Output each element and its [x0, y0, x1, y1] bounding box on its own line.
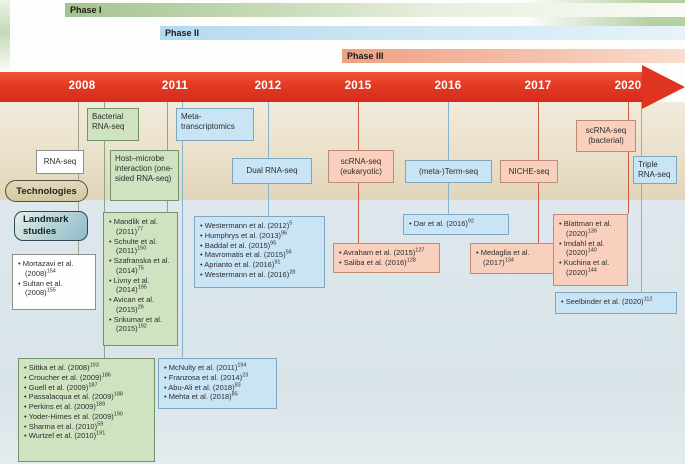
- study-item: • Perkins et al. (2009)189: [24, 401, 106, 411]
- timeline-arrowhead-icon: [642, 65, 685, 109]
- study-item: • Passalacqua et al. (2009)188: [24, 391, 123, 402]
- landmark-box-triple-2020: • Seelbinder et al. (2020)112: [555, 292, 677, 314]
- year-2012: 2012: [254, 80, 282, 92]
- year-2015: 2015: [344, 80, 372, 92]
- tech-box-bacterial-rna-seq: Bacterial RNA-seq: [87, 108, 139, 141]
- timeline-arrow: [0, 72, 642, 102]
- tech-box-meta-transcriptomics: Meta-transcriptomics: [176, 108, 254, 141]
- study-item: • Srikumar et al. (2015)192: [109, 314, 163, 334]
- study-item: • Schulte et al. (2011)150: [109, 236, 158, 256]
- phase-1-bar: Phase I: [65, 3, 685, 17]
- tech-box-term-seq: (meta-)Term-seq: [405, 160, 492, 183]
- study-item: • Livny et al. (2014)195: [109, 275, 150, 295]
- study-item: • Szafranska et al. (2014)75: [109, 256, 170, 275]
- study-item: • McNulty et al. (2011)194: [164, 362, 247, 372]
- study-item: • Dar et al. (2016)92: [409, 218, 475, 228]
- connector-meta-transcriptomics: [182, 102, 183, 358]
- study-item: • Mortazavi et al. (2008)154: [18, 259, 74, 278]
- phase-3-label: Phase III: [347, 51, 384, 61]
- landmark-box-host-microbe-2011: • Mandlik et al. (2011)77• Schulte et al…: [103, 212, 178, 346]
- study-item: • Baddal et al. (2015)95: [200, 240, 277, 250]
- connector-term-seq: [448, 102, 449, 214]
- study-item: • Avican et al. (2015)26: [109, 295, 155, 314]
- connector-triple-rna-seq: [641, 102, 642, 292]
- study-item: • Westermann et al. (2012)5: [200, 220, 293, 230]
- study-item: • Mehta et al. (2018)85: [164, 391, 238, 402]
- phase-2-bar: Phase II: [160, 26, 685, 40]
- landmark-box-meta-transcriptomics: • McNulty et al. (2011)194• Franzosa et …: [158, 358, 277, 409]
- landmark-box-bacterial-foundational: • Sittka et al. (2008)193• Croucher et a…: [18, 358, 155, 462]
- landmark-box-niche-2017: • Medaglia et al. (2017)134: [470, 243, 555, 274]
- study-item: • Guell et al. (2009)187: [24, 382, 98, 392]
- study-item: • Blattman et al. (2020)139: [559, 219, 612, 238]
- connector-scrna-bacterial: [628, 102, 629, 214]
- study-item: • Mandlik et al. (2011)77: [109, 217, 158, 236]
- landmark-box-term-2016: • Dar et al. (2016)92: [403, 214, 509, 235]
- year-2017: 2017: [524, 80, 552, 92]
- landmark-box-dual-2012: • Westermann et al. (2012)5• Humphrys et…: [194, 216, 325, 288]
- study-item: • Abu-Ali et al. (2018)83: [164, 382, 241, 392]
- study-item: • Yoder-Himes et al. (2009)190: [24, 411, 123, 421]
- study-item: • Sittka et al. (2008)193: [24, 362, 99, 372]
- study-item: • Mavromatis et al. (2015)56: [200, 249, 292, 260]
- year-2016: 2016: [434, 80, 462, 92]
- landmark-studies-section-label: Landmark studies: [14, 211, 88, 241]
- study-item: • Croucher et al. (2009)186: [24, 372, 111, 382]
- phase-1-label: Phase I: [70, 5, 102, 15]
- study-item: • Seelbinder et al. (2020)112: [561, 296, 653, 306]
- year-2011: 2011: [161, 80, 189, 92]
- tech-box-rna-seq: RNA-seq: [36, 150, 84, 174]
- study-item: • Westermann et al. (2016)28: [200, 269, 296, 279]
- tech-box-scrna-bacterial: scRNA-seq (bacterial): [576, 120, 636, 152]
- study-item: • Avraham et al. (2015)127: [339, 247, 425, 257]
- connector-rna-seq: [78, 102, 79, 254]
- study-item: • Kuchina et al. (2020)144: [559, 258, 610, 277]
- study-item: • Humphrys et al. (2013)96: [200, 230, 288, 240]
- study-item: • Saliba et al. (2016)128: [339, 257, 416, 267]
- left-edge-gradient: [0, 0, 10, 72]
- tech-box-dual-rna-seq: Dual RNA-seq: [232, 158, 312, 184]
- tech-box-host-microbe: Host–microbe interaction (one-sided RNA-…: [110, 150, 179, 201]
- study-item: • Sharma et al. (2010)59: [24, 421, 104, 431]
- study-item: • Imdahl et al. (2020)140: [559, 238, 605, 258]
- year-2020: 2020: [614, 80, 642, 92]
- study-item: • Sultan et al. (2008)155: [18, 278, 63, 298]
- tech-box-triple-rna-seq: Triple RNA-seq: [633, 156, 677, 184]
- study-item: • Wurtzel et al. (2010)191: [24, 430, 106, 441]
- phase-3-bar: Phase III: [342, 49, 685, 63]
- tech-box-niche-seq: NICHE-seq: [500, 160, 558, 183]
- landmark-box-scrna-bact-2020: • Blattman et al. (2020)139• Imdahl et a…: [553, 214, 628, 286]
- study-item: • Franzosa et al. (2014)23: [164, 372, 249, 382]
- tech-box-scrna-eukaryotic: scRNA-seq (eukaryotic): [328, 150, 394, 183]
- study-item: • Medaglia et al. (2017)134: [476, 248, 530, 267]
- study-item: • Aprianto et al. (2016)91: [200, 259, 281, 269]
- landmark-box-scrna-2015: • Avraham et al. (2015)127• Saliba et al…: [333, 243, 440, 273]
- year-2008: 2008: [68, 80, 96, 92]
- phase-2-label: Phase II: [165, 28, 200, 38]
- technologies-section-label: Technologies: [5, 180, 88, 202]
- landmark-box-rna-seq-2008: • Mortazavi et al. (2008)154• Sultan et …: [12, 254, 96, 310]
